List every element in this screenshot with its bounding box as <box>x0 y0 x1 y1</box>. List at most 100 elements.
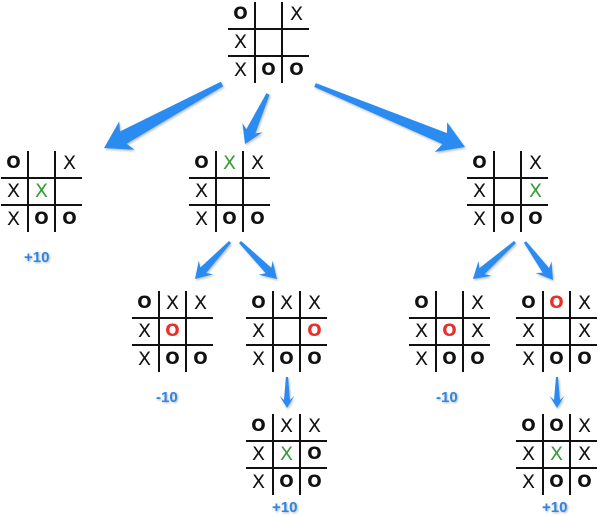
board-cell <box>256 2 281 27</box>
board-cell: X <box>528 152 543 174</box>
board-cell: X <box>6 208 21 230</box>
score-c1: -10 <box>436 389 458 406</box>
board-cell: X <box>137 320 152 342</box>
grid-line-horizontal <box>246 440 327 442</box>
board-cell-new-move: O <box>549 293 564 313</box>
board-cell: O <box>528 209 543 229</box>
board-cell: O <box>307 472 322 492</box>
grid-line-horizontal <box>246 467 327 469</box>
grid-line-horizontal <box>516 317 597 319</box>
arrow-b-to-b1 <box>195 241 231 279</box>
board-cell <box>274 319 299 344</box>
board-cell: O <box>251 416 266 436</box>
board-cell: X <box>62 152 77 174</box>
board-cell: O <box>165 349 180 369</box>
grid-line-vertical <box>242 151 244 232</box>
grid-line-horizontal <box>1 204 82 206</box>
board-cell: X <box>165 292 180 314</box>
grid-line-horizontal <box>246 317 327 319</box>
board-cell: X <box>251 443 266 465</box>
board-cell: O <box>289 60 304 80</box>
arrow-b-to-b2 <box>239 241 277 279</box>
board-cell: O <box>62 209 77 229</box>
board-cell: X <box>251 320 266 342</box>
grid-line-horizontal <box>516 467 597 469</box>
board-cell: X <box>521 320 536 342</box>
board-cell: O <box>577 472 592 492</box>
board-cell: O <box>137 293 152 313</box>
board-cell: X <box>414 320 429 342</box>
board-cell: X <box>414 348 429 370</box>
board-cell: X <box>233 59 248 81</box>
board-cell: O <box>279 349 294 369</box>
arrow-c-to-c2 <box>523 241 553 280</box>
board-cell: O <box>194 153 209 173</box>
board-cell-new-move: O <box>442 321 457 341</box>
board-cell: O <box>549 349 564 369</box>
board-cell: O <box>233 4 248 24</box>
board-cell: O <box>549 416 564 436</box>
board-cell: O <box>34 209 49 229</box>
board-cell: X <box>521 443 536 465</box>
board-cell: X <box>521 471 536 493</box>
board-cell: O <box>549 472 564 492</box>
grid-line-vertical <box>281 2 283 83</box>
grid-line-horizontal <box>228 55 309 57</box>
arrow-c-to-c1 <box>473 240 516 279</box>
grid-line-vertical <box>462 291 464 372</box>
board-cell <box>256 30 281 55</box>
grid-line-horizontal <box>189 204 270 206</box>
grid-line-vertical <box>493 151 495 232</box>
board-cell: O <box>577 349 592 369</box>
board-cell: O <box>414 293 429 313</box>
grid-line-vertical <box>158 291 160 372</box>
board-cell <box>495 151 520 176</box>
grid-line-horizontal <box>467 177 548 179</box>
board-cell: O <box>307 349 322 369</box>
grid-line-vertical <box>435 291 437 372</box>
board-cell: X <box>577 292 592 314</box>
board-cell-new-move: X <box>528 180 543 202</box>
board-cell-new-move: O <box>307 321 322 341</box>
grid-line-vertical <box>215 151 217 232</box>
board-cell: X <box>307 415 322 437</box>
grid-line-vertical <box>27 151 29 232</box>
arrow-b2-to-b2a <box>279 377 295 408</box>
board-cell: O <box>6 153 21 173</box>
grid-line-horizontal <box>132 317 213 319</box>
board-cell: X <box>6 180 21 202</box>
board-cell-new-move: O <box>165 321 180 341</box>
board-cell <box>57 179 82 204</box>
score-b2a: +10 <box>272 499 298 516</box>
board-cell: X <box>251 471 266 493</box>
board-cell: O <box>261 60 276 80</box>
grid-line-horizontal <box>228 28 309 30</box>
board-cell: O <box>222 209 237 229</box>
board-cell <box>245 179 270 204</box>
board-cell <box>29 151 54 176</box>
board-cell <box>544 319 569 344</box>
board-cell: O <box>279 472 294 492</box>
board-cell-new-move: X <box>549 443 564 465</box>
grid-line-vertical <box>272 291 274 372</box>
grid-line-vertical <box>542 291 544 372</box>
score-c2a: +10 <box>542 499 568 516</box>
grid-line-vertical <box>54 151 56 232</box>
board-cell: X <box>279 292 294 314</box>
board-cell: X <box>233 31 248 53</box>
score-a: +10 <box>24 249 50 266</box>
board-cell: O <box>521 293 536 313</box>
board-cell: O <box>472 153 487 173</box>
board-cell: X <box>194 180 209 202</box>
grid-line-vertical <box>299 414 301 495</box>
grid-line-horizontal <box>246 344 327 346</box>
board-cell: X <box>470 320 485 342</box>
board-cell: O <box>193 349 208 369</box>
grid-line-horizontal <box>516 344 597 346</box>
